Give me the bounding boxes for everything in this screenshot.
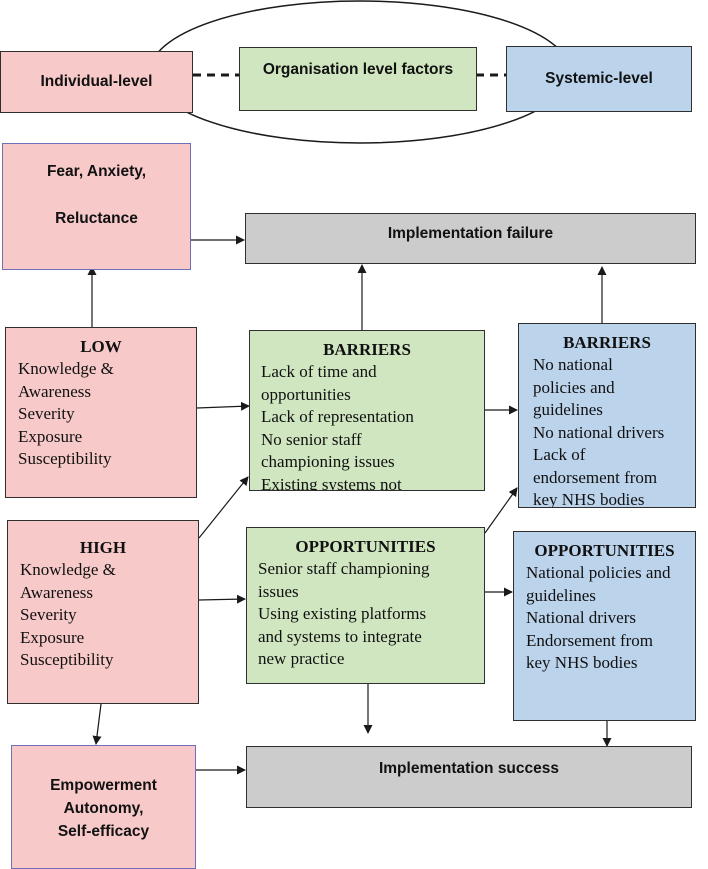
fear-box: Fear, Anxiety, Reluctance [2,143,191,270]
sys-opportunities-item: key NHS bodies [526,653,638,672]
organisation-level-box: Organisation level factors [239,47,477,111]
sys-opportunities-item: guidelines [526,585,596,605]
org-opportunities-item: Senior staff championing [258,559,430,578]
empowerment-line-3: Self-efficacy [57,823,150,840]
sys-opportunities-item: National drivers [526,608,636,627]
org-opportunities-item: and systems to integrate [258,626,422,646]
high-box: HIGH Knowledge & Awareness Severity Expo… [7,520,199,704]
implementation-success-label: Implementation success [378,760,560,777]
empowerment-line-1: Empowerment [50,777,157,794]
systemic-level-box: Systemic-level [506,46,692,112]
sys-opportunities-title: OPPORTUNITIES [534,541,675,560]
high-title: HIGH [79,538,127,557]
high-item: Knowledge & [20,560,116,579]
org-barriers-item: No senior staff [261,429,362,449]
fear-line-1: Fear, Anxiety, [46,163,147,180]
sys-barriers-box: BARRIERS No national policies and guidel… [518,323,696,508]
systemic-level-label: Systemic-level [545,70,653,87]
sys-barriers-item: key NHS bodies [533,490,645,508]
org-opportunities-box: OPPORTUNITIES Senior staff championing i… [246,527,485,684]
arrow-high-to-orgbarriers [198,476,249,539]
org-opportunities-item: Using existing platforms [258,604,427,623]
implementation-success-box: Implementation success [246,746,692,808]
sys-opportunities-item: Endorsement from [526,630,653,650]
low-item: Severity [18,404,75,423]
sys-barriers-item: policies and [533,377,615,397]
arrow-orgopp-to-sysbarriers [484,487,518,534]
low-box: LOW Knowledge & Awareness Severity Expos… [5,327,197,498]
high-item: Severity [20,605,77,624]
org-opportunities-title: OPPORTUNITIES [295,537,436,556]
org-opportunities-item: issues [258,581,299,601]
org-barriers-item: Lack of time and [261,362,377,381]
high-item: Awareness [20,582,94,602]
low-title: LOW [80,337,122,356]
high-item: Exposure [20,627,85,647]
sys-barriers-item: No national drivers [533,422,665,442]
org-barriers-item: Lack of representation [261,407,414,426]
org-barriers-title: BARRIERS [323,340,411,359]
org-barriers-box: BARRIERS Lack of time and opportunities … [249,330,485,491]
organisation-level-label: Organisation level factors [262,61,454,78]
sys-barriers-item: guidelines [533,400,603,419]
fear-line-2: Reluctance [55,210,138,227]
org-barriers-item: opportunities [261,384,351,404]
individual-level-label: Individual-level [40,73,153,90]
sys-barriers-title: BARRIERS [563,333,651,352]
arrow-low-to-orgbarriers [196,401,250,411]
sys-barriers-item: Lack of [533,445,586,464]
implementation-failure-box: Implementation failure [245,213,696,264]
low-item: Exposure [18,426,83,446]
sys-opportunities-box: OPPORTUNITIES National policies and guid… [513,531,696,721]
arrow-high-to-empowerment [92,703,102,745]
individual-level-box: Individual-level [0,51,193,113]
low-item: Susceptibility [18,449,112,468]
arrow-high-to-orgopp [198,594,246,604]
empowerment-line-2: Autonomy, [63,800,144,817]
sys-barriers-item: No national [533,355,613,374]
implementation-failure-label: Implementation failure [387,225,554,242]
sys-barriers-item: endorsement from [533,467,658,487]
low-item: Knowledge & [18,359,114,378]
sys-opportunities-item: National policies and [526,563,671,582]
low-item: Awareness [18,381,92,401]
org-barriers-item: championing issues [261,452,395,471]
high-item: Susceptibility [20,650,114,669]
org-opportunities-item: new practice [258,649,345,668]
org-barriers-item: Existing systems not [261,474,402,491]
empowerment-box: Empowerment Autonomy, Self-efficacy [11,745,196,869]
